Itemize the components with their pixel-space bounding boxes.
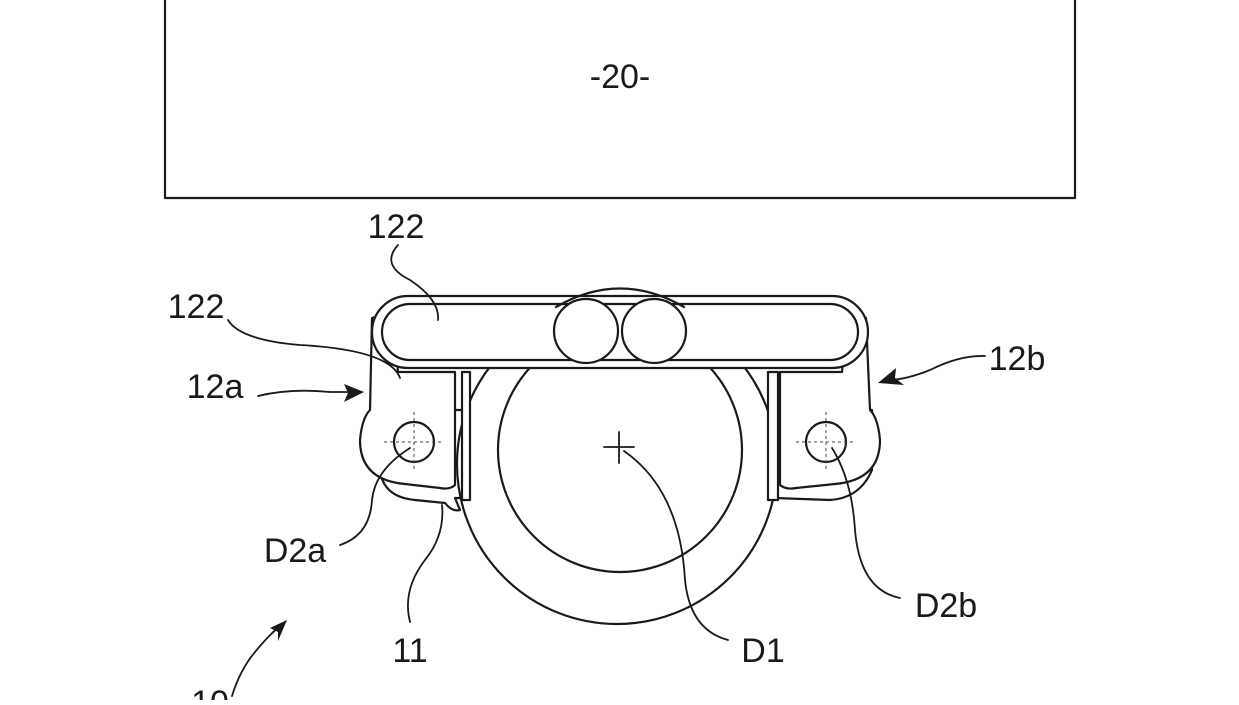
arrow-10 <box>270 620 287 641</box>
box-20 <box>163 0 1077 200</box>
pivot-block-right <box>766 370 780 502</box>
label-12b: 12b <box>989 340 1046 378</box>
label-D1: D1 <box>741 632 784 670</box>
label-D2a: D2a <box>264 532 326 570</box>
leader-10 <box>231 625 281 697</box>
leader-12b <box>887 355 986 381</box>
arrow-12b <box>878 368 904 385</box>
label-122-top: 122 <box>368 208 425 246</box>
label-D2b: D2b <box>915 587 977 625</box>
label-122-left: 122 <box>168 288 225 326</box>
label-12a: 12a <box>187 368 244 406</box>
leader-D2b <box>831 447 901 599</box>
label-11: 11 <box>392 632 427 670</box>
leader-11 <box>407 504 444 623</box>
roller-left <box>552 297 620 365</box>
label-10: 10 <box>191 684 229 700</box>
leader-122-top <box>390 244 439 321</box>
leader-122-left <box>227 319 401 379</box>
leader-D1 <box>623 450 729 641</box>
arrow-12a <box>344 384 364 402</box>
leader-D2a <box>339 447 411 546</box>
leader-12a <box>257 389 363 397</box>
roller-right <box>620 297 688 365</box>
roller-cradle <box>554 287 686 309</box>
box-20-label: -20- <box>590 58 650 96</box>
bar-122-inner <box>380 302 860 362</box>
pivot-block-left <box>460 370 472 502</box>
